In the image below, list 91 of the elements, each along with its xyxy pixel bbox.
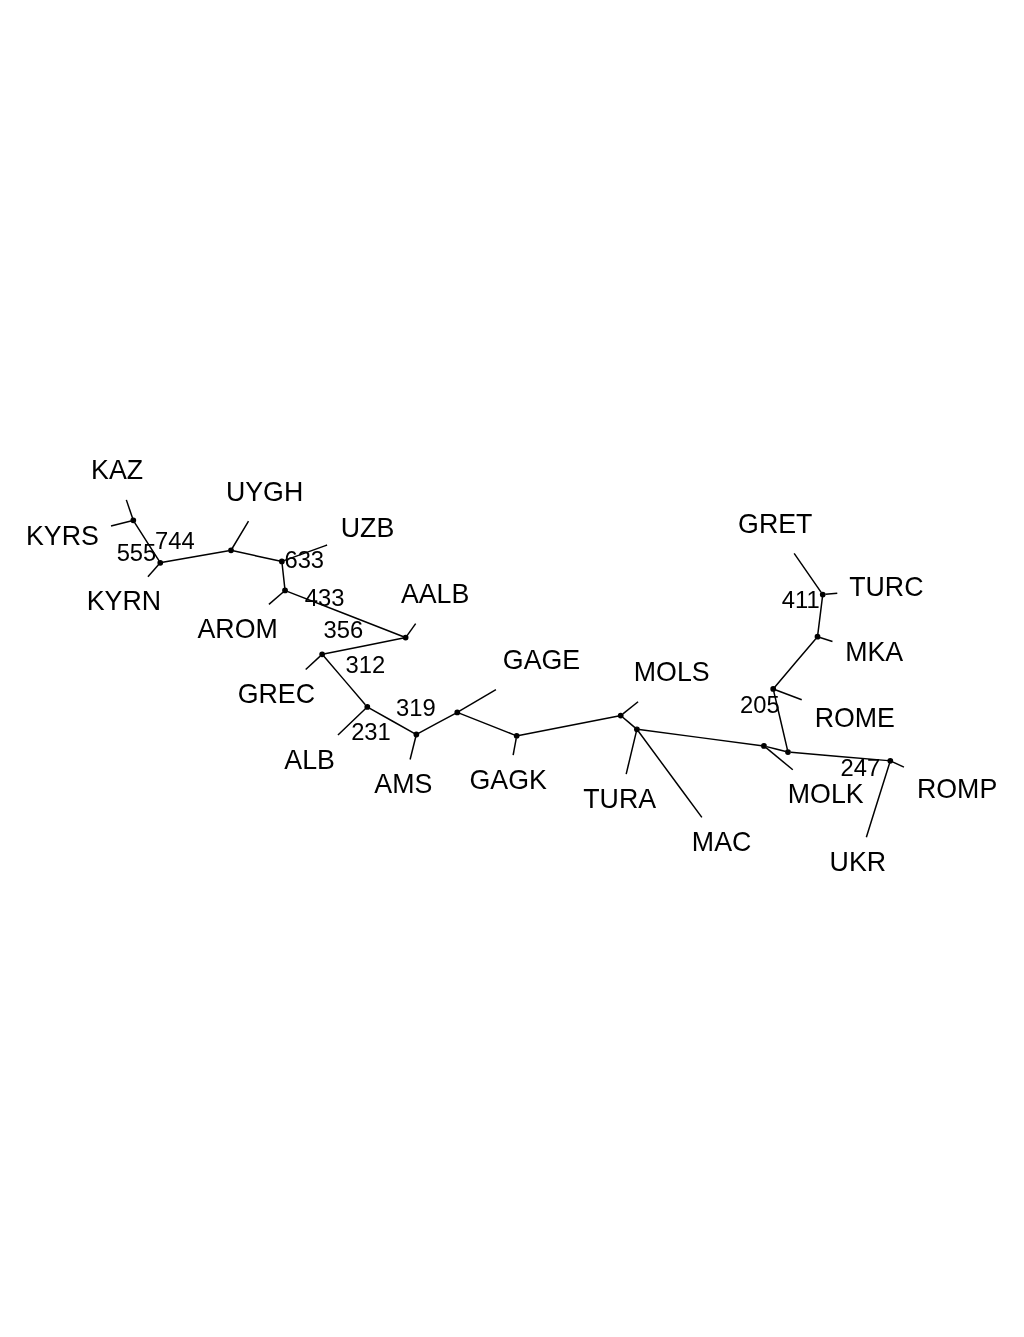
node-text: UYGH [225,476,304,507]
connector [406,622,417,637]
connector [231,520,250,550]
node-text: AMS [374,768,433,799]
edge-label: 312 [345,650,386,678]
node-text: GREC [237,679,316,710]
node-text: KYRN [86,586,162,617]
edge-label: 555 [116,538,157,566]
edge-label: 744 [155,526,195,554]
connector [110,520,132,527]
node-point [157,559,164,566]
node-point [130,517,137,524]
node-text: ROMP [917,774,998,805]
node-point [887,757,894,764]
node-text: KAZ [91,455,144,486]
connector [622,700,639,715]
node-point [770,686,777,692]
node-point [819,591,826,598]
connector [458,688,497,712]
connector [147,563,160,578]
node-text: ROME [814,702,895,733]
node-text: UZB [340,512,395,543]
node-point [634,726,640,733]
connector [281,563,286,589]
connector [637,730,703,819]
connector [417,712,456,735]
connector [625,730,638,775]
connector [322,655,367,706]
connector [819,636,834,643]
node-point [413,731,420,738]
connector [772,690,789,751]
node-point [785,749,791,755]
node-text: GAGE [502,645,581,676]
node-text: MOLS [633,657,710,688]
node-text: AALB [400,579,470,610]
node-text: TURA [583,783,657,814]
connector [824,592,838,596]
node-point [513,732,520,739]
node-point [282,587,288,594]
connector [161,550,230,564]
node-point [814,633,821,640]
connector [459,712,515,736]
connector [512,737,517,756]
node-text: MAC [691,826,752,857]
edge-label: 356 [323,616,364,644]
connector [518,715,620,737]
node-text: GAGK [469,764,547,795]
node-text: KYRS [25,520,99,551]
connector [638,728,763,747]
connector [304,655,321,671]
node-point [228,547,234,554]
edge-label: 411 [781,585,820,613]
connector [765,746,794,771]
node-point [278,558,285,565]
node-point [454,709,461,716]
connector [765,745,787,753]
connector [891,761,905,768]
connector [133,521,160,562]
node-text: MOLK [787,779,864,810]
connector [286,590,405,638]
node-point [319,651,326,658]
edge-label: 433 [304,584,345,612]
connector [337,708,367,736]
connector [125,499,134,520]
node-point [617,712,624,719]
connector [409,736,417,761]
connector [773,638,817,688]
connector [793,552,822,594]
connector [232,550,281,562]
node-text: MKA [845,637,904,668]
node-text: TURC [849,571,924,602]
connector [324,637,405,655]
connector [865,762,891,838]
connector [621,716,636,729]
connector [774,688,803,701]
edge-label: 231 [351,717,391,745]
node-point [364,704,371,710]
connector [368,707,415,735]
node-text: ALB [284,744,335,775]
edge-label: 319 [396,693,436,721]
node-text: GRET [738,508,813,539]
connector [817,596,824,635]
node-point [402,634,409,641]
connector [268,591,284,606]
edge-label: 633 [284,546,325,574]
connector [283,544,328,562]
node-text: UKR [829,846,887,877]
connector [790,751,889,762]
node-text: AROM [197,613,278,644]
edge-label: 247 [840,753,881,781]
node-point [761,743,767,749]
